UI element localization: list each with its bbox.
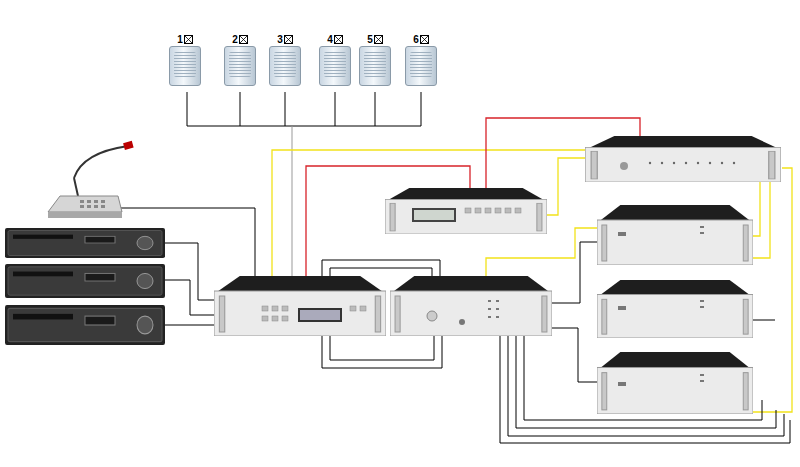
speaker-symbol: [374, 35, 383, 44]
callout-number: 1: [177, 34, 183, 46]
speaker-grille: [324, 52, 346, 77]
speaker-label: 4: [327, 33, 343, 46]
speaker-grille: [274, 52, 296, 77]
speaker-label: 6: [413, 33, 429, 46]
speaker-cabinet: [169, 46, 201, 86]
speaker-grille: [174, 52, 196, 77]
speaker-grille: [229, 52, 251, 77]
speaker: 1: [169, 33, 201, 86]
speaker-cabinet: [319, 46, 351, 86]
speaker-grille: [364, 52, 386, 77]
callout-number: 3: [277, 34, 283, 46]
speaker-cabinet: [405, 46, 437, 86]
callout-number: 6: [413, 34, 419, 46]
callout-number: 4: [327, 34, 333, 46]
speaker-label: 5: [367, 33, 383, 46]
speaker-cabinet: [359, 46, 391, 86]
speaker-label: 1: [177, 33, 193, 46]
speaker-symbol: [184, 35, 193, 44]
speaker-symbol: [284, 35, 293, 44]
speaker: 3: [269, 33, 301, 86]
speaker-grille: [410, 52, 432, 77]
speaker-symbol: [334, 35, 343, 44]
speaker: 2: [224, 33, 256, 86]
speaker: 5: [359, 33, 391, 86]
speaker-label: 3: [277, 33, 293, 46]
speaker-label: 2: [232, 33, 248, 46]
callout-number: 2: [232, 34, 238, 46]
speaker-cabinet: [224, 46, 256, 86]
speaker-cabinet: [269, 46, 301, 86]
speaker: 6: [405, 33, 437, 86]
speaker: 4: [319, 33, 351, 86]
speaker-symbol: [420, 35, 429, 44]
callout-number: 5: [367, 34, 373, 46]
speaker-symbol: [239, 35, 248, 44]
